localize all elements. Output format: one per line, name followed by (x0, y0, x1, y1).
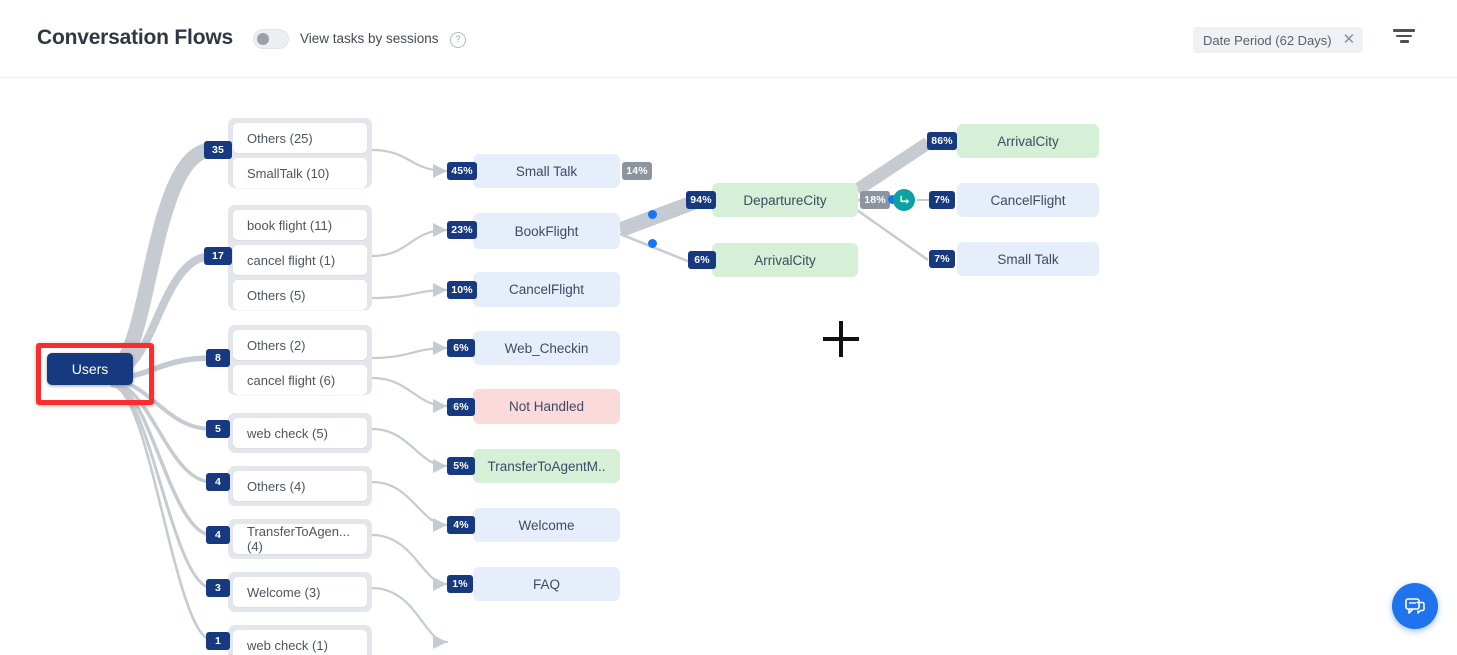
question-circle-icon[interactable]: ? (450, 32, 466, 48)
close-icon[interactable]: ✕ (1342, 31, 1356, 48)
group-row[interactable]: Others (5) (233, 280, 367, 310)
node-users[interactable]: Users (47, 353, 133, 385)
node-faq[interactable]: FAQ (473, 567, 620, 601)
page-header: Conversation Flows View tasks by session… (0, 0, 1457, 78)
date-period-chip[interactable]: Date Period (62 Days) ✕ (1193, 27, 1364, 53)
count-badge: 17 (204, 247, 232, 265)
group-row[interactable]: cancel flight (1) (233, 245, 367, 275)
count-badge: 8 (206, 349, 230, 367)
pct-badge: 10% (447, 281, 477, 299)
count-badge: 4 (206, 473, 230, 491)
node-transfer-to-agent[interactable]: TransferToAgentM.. (473, 449, 620, 483)
node-departurecity[interactable]: DepartureCity (712, 183, 858, 217)
node-arrivalcity-stage4[interactable]: ArrivalCity (957, 124, 1099, 158)
flow-links-layer (104, 137, 932, 649)
group-5[interactable]: web check (5) (228, 413, 372, 453)
group-row[interactable]: web check (5) (233, 418, 367, 448)
chat-bubbles-icon[interactable] (1392, 583, 1438, 629)
group-row[interactable]: Others (4) (233, 471, 367, 501)
node-cancelflight-stage4[interactable]: CancelFlight (957, 183, 1099, 217)
pct-badge: 4% (447, 516, 475, 534)
pct-badge: 1% (447, 575, 473, 593)
outgoing-pct-badge: 14% (622, 162, 652, 180)
node-small-talk-stage4[interactable]: Small Talk (957, 242, 1099, 276)
pct-badge: 23% (447, 221, 477, 239)
group-4-others[interactable]: Others (4) (228, 466, 372, 506)
group-row[interactable]: Others (25) (233, 123, 367, 153)
flow-canvas[interactable]: Users Others (25) SmallTalk (10) 35 book… (0, 78, 1457, 655)
node-not-handled[interactable]: Not Handled (473, 389, 620, 424)
group-row[interactable]: Welcome (3) (233, 577, 367, 607)
filter-bar-3 (1399, 40, 1409, 43)
pct-badge: 94% (686, 191, 716, 209)
group-row[interactable]: SmallTalk (10) (233, 158, 367, 188)
group-row[interactable]: cancel flight (6) (233, 365, 367, 395)
pct-badge: 5% (447, 457, 475, 475)
node-welcome[interactable]: Welcome (473, 508, 620, 542)
group-row[interactable]: web check (1) (233, 630, 367, 655)
group-4-transfer[interactable]: TransferToAgen... (4) (228, 519, 372, 559)
count-badge: 4 (206, 526, 230, 544)
pct-badge: 6% (447, 339, 475, 357)
pct-badge: 6% (447, 398, 475, 416)
group-row[interactable]: book flight (11) (233, 210, 367, 240)
count-badge: 35 (204, 141, 232, 159)
pct-badge: 86% (927, 132, 957, 150)
selection-highlight (36, 343, 154, 405)
date-period-label: Date Period (62 Days) (1203, 32, 1332, 48)
node-arrivalcity-stage3[interactable]: ArrivalCity (712, 243, 858, 277)
group-row[interactable]: TransferToAgen... (4) (233, 524, 367, 554)
node-small-talk[interactable]: Small Talk (473, 154, 620, 188)
node-bookflight[interactable]: BookFlight (473, 213, 620, 249)
filter-bar-2 (1396, 34, 1412, 37)
group-17[interactable]: book flight (11) cancel flight (1) Other… (228, 205, 372, 310)
group-35[interactable]: Others (25) SmallTalk (10) (228, 118, 372, 188)
node-web-checkin[interactable]: Web_Checkin (473, 331, 620, 365)
group-3[interactable]: Welcome (3) (228, 572, 372, 612)
loop-arrow-icon[interactable] (893, 189, 915, 211)
page-title: Conversation Flows (37, 26, 233, 49)
count-badge: 1 (206, 632, 230, 650)
pct-badge: 7% (929, 250, 955, 268)
pct-badge: 6% (688, 251, 716, 269)
count-badge: 3 (206, 579, 230, 597)
node-cancelflight[interactable]: CancelFlight (473, 272, 620, 307)
link-dot[interactable] (888, 195, 897, 204)
link-dot[interactable] (648, 239, 657, 248)
view-tasks-by-sessions-toggle[interactable] (253, 29, 289, 49)
toggle-label: View tasks by sessions (300, 31, 439, 46)
outgoing-pct-badge: 18% (860, 191, 890, 209)
filter-bar-1 (1393, 29, 1415, 32)
count-badge: 5 (206, 420, 230, 438)
crosshair-v (839, 321, 843, 357)
pct-badge: 7% (929, 191, 955, 209)
pct-badge: 45% (447, 162, 477, 180)
group-row[interactable]: Others (2) (233, 330, 367, 360)
group-1[interactable]: web check (1) (228, 625, 372, 655)
group-8[interactable]: Others (2) cancel flight (6) (228, 325, 372, 395)
toggle-knob (257, 33, 269, 45)
link-dot[interactable] (648, 210, 657, 219)
crosshair-cursor-icon (823, 321, 859, 357)
filter-icon[interactable] (1392, 29, 1416, 49)
